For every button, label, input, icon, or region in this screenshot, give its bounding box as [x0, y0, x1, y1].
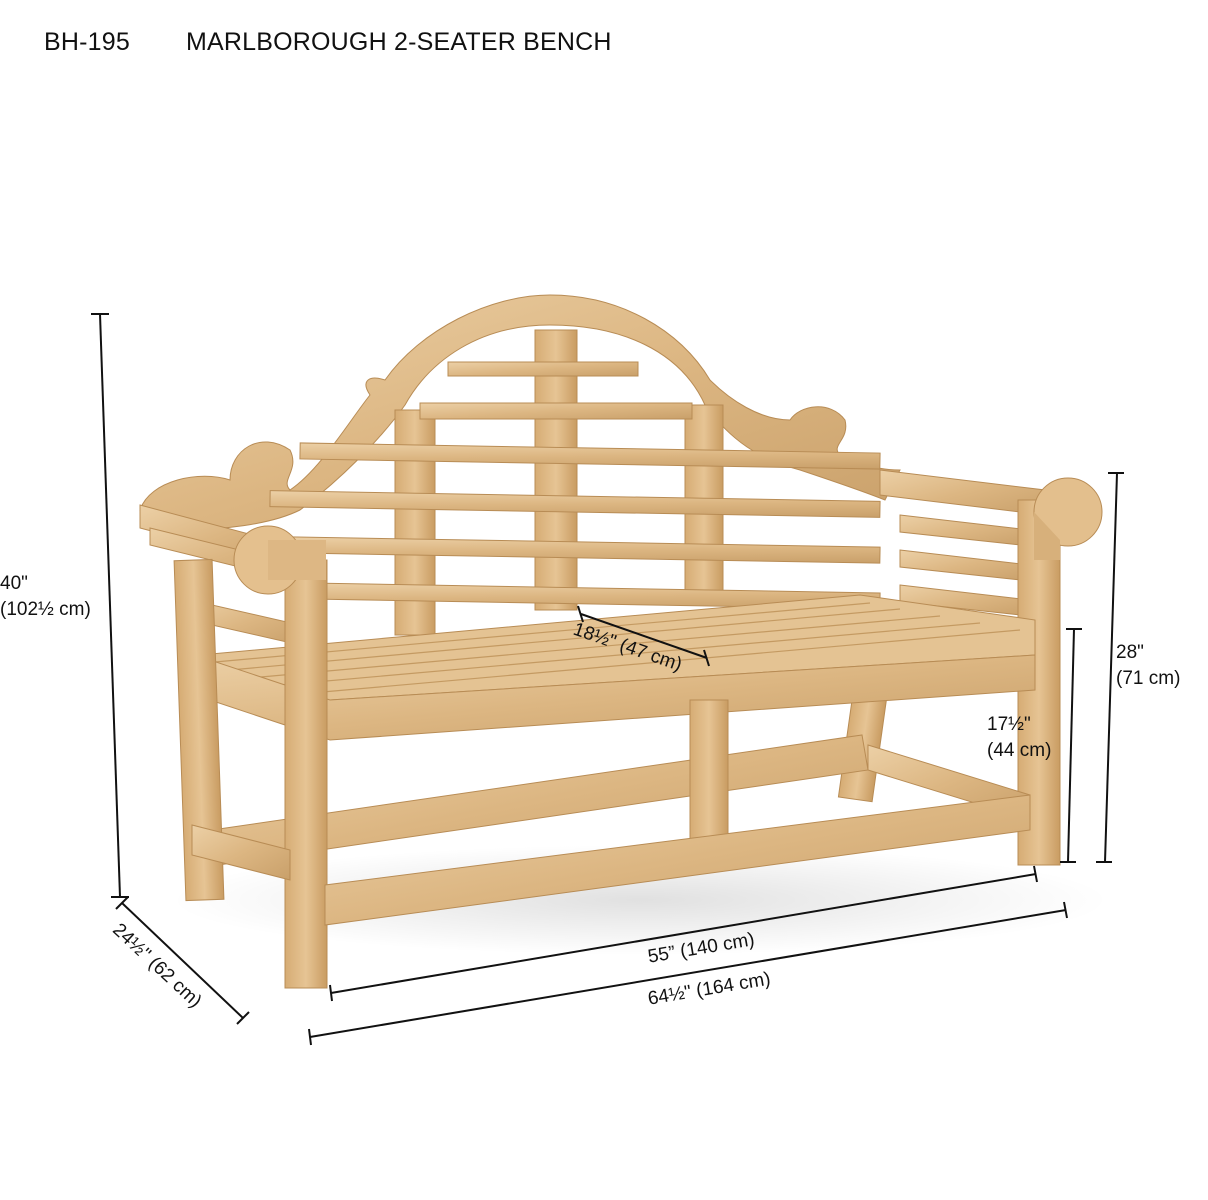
product-name: MARLBOROUGH 2-SEATER BENCH: [186, 28, 612, 56]
front-left-leg: [284, 559, 328, 989]
back-left-leg: [173, 558, 225, 902]
seat-height-imperial: 17½": [987, 714, 1031, 735]
overall-height-metric: (102½ cm): [0, 599, 91, 620]
bench: [139, 294, 1103, 989]
seat-height-metric: (44 cm): [987, 740, 1052, 761]
dim-overall-depth: [121, 902, 244, 1019]
dim-seat-height: [1067, 628, 1075, 863]
back-slats: [269, 361, 881, 610]
dim-arm-height: [1104, 472, 1118, 863]
label-arm-height: 28" (71 cm): [1116, 640, 1180, 692]
dim-overall-height: [99, 313, 121, 898]
dim-overall-width: [309, 909, 1067, 1038]
label-overall-height: 40" (102½ cm): [0, 571, 91, 623]
label-seat-height: 17½" (44 cm): [987, 712, 1051, 764]
dimension-lines: [91, 313, 1124, 1046]
dim-seat-depth: [580, 613, 708, 659]
product-code: BH-195: [44, 28, 130, 56]
arm-height-metric: (71 cm): [1116, 668, 1181, 689]
floor-shadow: [170, 845, 1110, 955]
backrest-crest: [139, 294, 901, 531]
front-stretcher: [324, 794, 1031, 926]
left-side-stretcher: [191, 824, 291, 881]
arm-height-imperial: 28": [1116, 642, 1144, 663]
overall-height-imperial: 40": [0, 573, 28, 594]
dim-seat-width: [330, 873, 1037, 994]
center-leg: [689, 699, 729, 841]
back-post-center: [534, 329, 578, 611]
